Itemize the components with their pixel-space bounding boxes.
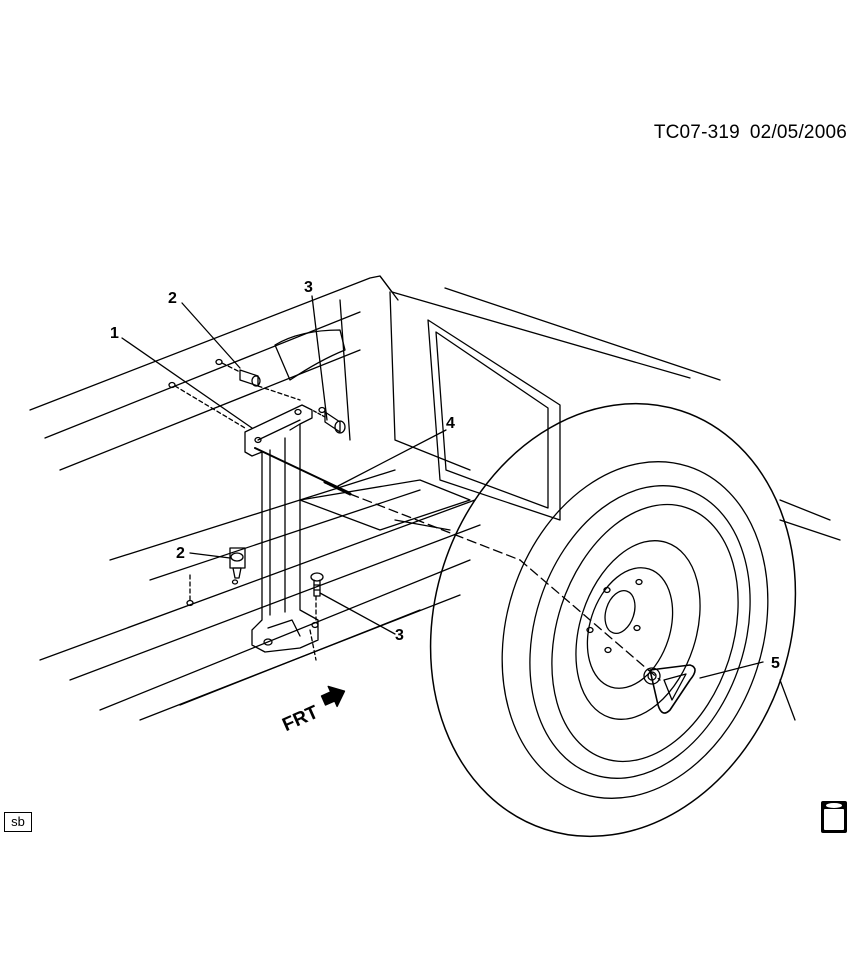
figure-reference: TC07-319 02/05/2006 — [654, 122, 847, 144]
callout-4: 4 — [446, 415, 455, 432]
gm-spo-logo — [821, 801, 847, 833]
front-direction-indicator: FRT — [279, 685, 346, 736]
fasteners — [168, 358, 346, 621]
spare-tire — [429, 402, 797, 838]
figure-date: 02/05/2006 — [749, 122, 847, 143]
leader-lines — [121, 295, 764, 679]
truck-bed — [29, 275, 841, 721]
front-arrow-icon — [320, 685, 346, 708]
callout-2-left: 2 — [176, 545, 185, 562]
view-code-box: sb — [4, 812, 32, 832]
callout-3-top: 3 — [304, 279, 313, 296]
front-direction-label: FRT — [279, 702, 322, 736]
carrier-bracket — [244, 404, 319, 661]
callout-3-bottom: 3 — [395, 627, 404, 644]
callout-1: 1 — [110, 325, 119, 342]
wing-nut — [643, 664, 696, 714]
callout-5: 5 — [771, 655, 780, 672]
callout-2-top: 2 — [168, 290, 177, 307]
hold-down-rod — [254, 447, 521, 561]
figure-code: TC07-319 — [653, 122, 740, 143]
